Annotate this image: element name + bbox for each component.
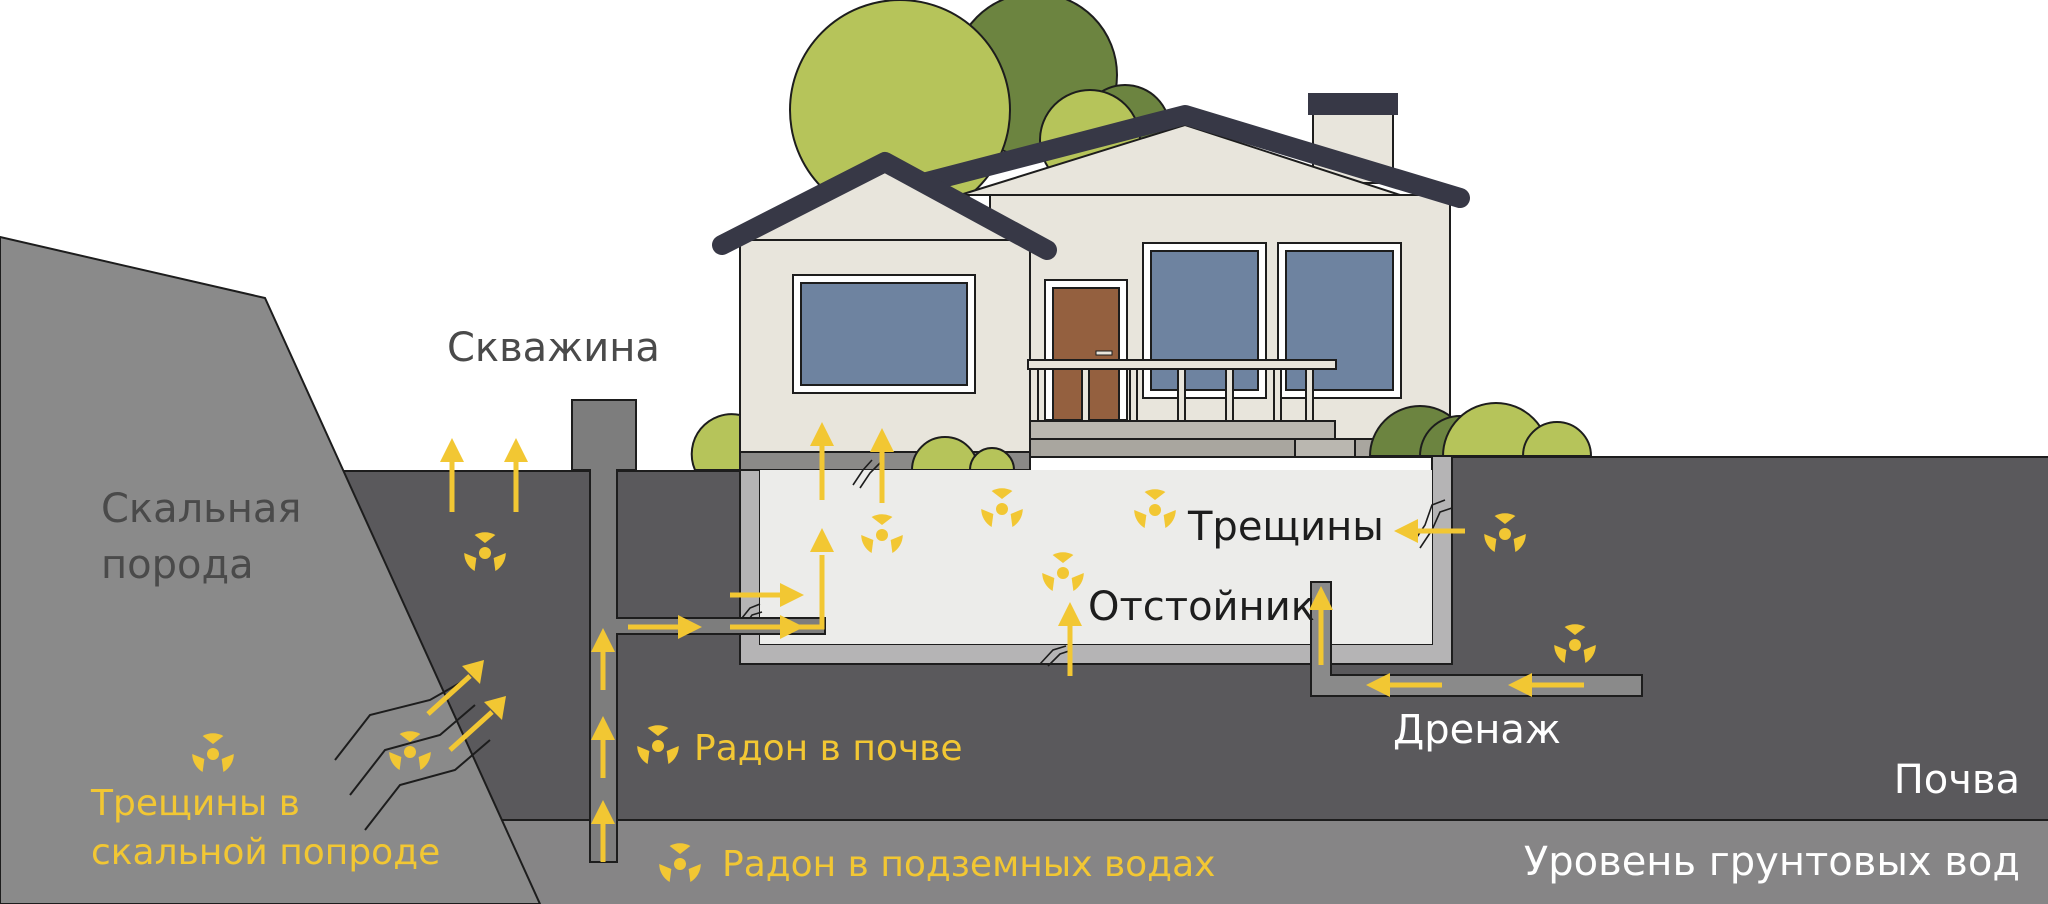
arrow-icon [448, 696, 506, 752]
drainage-pipe [1310, 581, 1643, 697]
radon-soil-label: Радон в почве [694, 728, 963, 769]
arrow-icon [591, 628, 615, 690]
house [712, 93, 1470, 471]
arrow-icon [730, 583, 804, 607]
arrow-icon [1366, 673, 1442, 697]
arrow-icon [591, 800, 615, 862]
main-gable [959, 123, 1401, 196]
bush-left [690, 413, 741, 471]
bush-front-2 [968, 447, 1016, 471]
cracks-label: Трещины [1187, 504, 1384, 550]
arrow-icon [1394, 519, 1465, 543]
bedrock-cracks-label-line1: Трещины в [90, 783, 300, 824]
basement [739, 455, 1453, 665]
arrow-icon [591, 716, 615, 778]
front-window-glass [800, 282, 968, 386]
bush-right-light-2 [1521, 421, 1593, 457]
arrow-icon [628, 615, 702, 639]
arrow-icon [440, 438, 464, 512]
sump-label: Отстойник [1088, 584, 1315, 630]
porch-step-upper [1029, 420, 1336, 440]
arrow-icon [426, 660, 484, 716]
drainage-label: Дренаж [1393, 707, 1561, 753]
soil-label: Почва [1894, 757, 2020, 803]
well-pipe [571, 399, 826, 863]
door-handle [1095, 350, 1113, 356]
arrow-icon [810, 528, 834, 552]
right-soil-surface [1450, 456, 2048, 476]
radon-groundwater-label: Радон в подземных водах [722, 844, 1215, 885]
arrow-icon [1058, 602, 1082, 676]
main-roof [905, 105, 1470, 208]
chimney-cap [1308, 93, 1398, 115]
labels: Скважина Скальная порода Трещины Отстойн… [90, 325, 2020, 885]
groundwater-level-label: Уровень грунтовых вод [1524, 839, 2020, 885]
bedrock-label-line1: Скальная [101, 486, 301, 532]
well-label: Скважина [447, 325, 660, 371]
bushes [690, 402, 1593, 471]
bedrock-cracks-label-line2: скальной попроде [91, 832, 440, 873]
arrow-icon [1508, 673, 1584, 697]
porch-step-small [1294, 438, 1356, 458]
radon-flow-arrows [426, 422, 1584, 862]
well [571, 399, 826, 863]
bedrock-label-line2: порода [101, 542, 254, 588]
front-roof [712, 152, 1057, 260]
arrow-icon [504, 438, 528, 512]
arrow-icon [1309, 586, 1333, 610]
bedrock-cracks [334, 679, 491, 831]
arrow-icon [870, 428, 894, 503]
arrow-icon [810, 422, 834, 446]
